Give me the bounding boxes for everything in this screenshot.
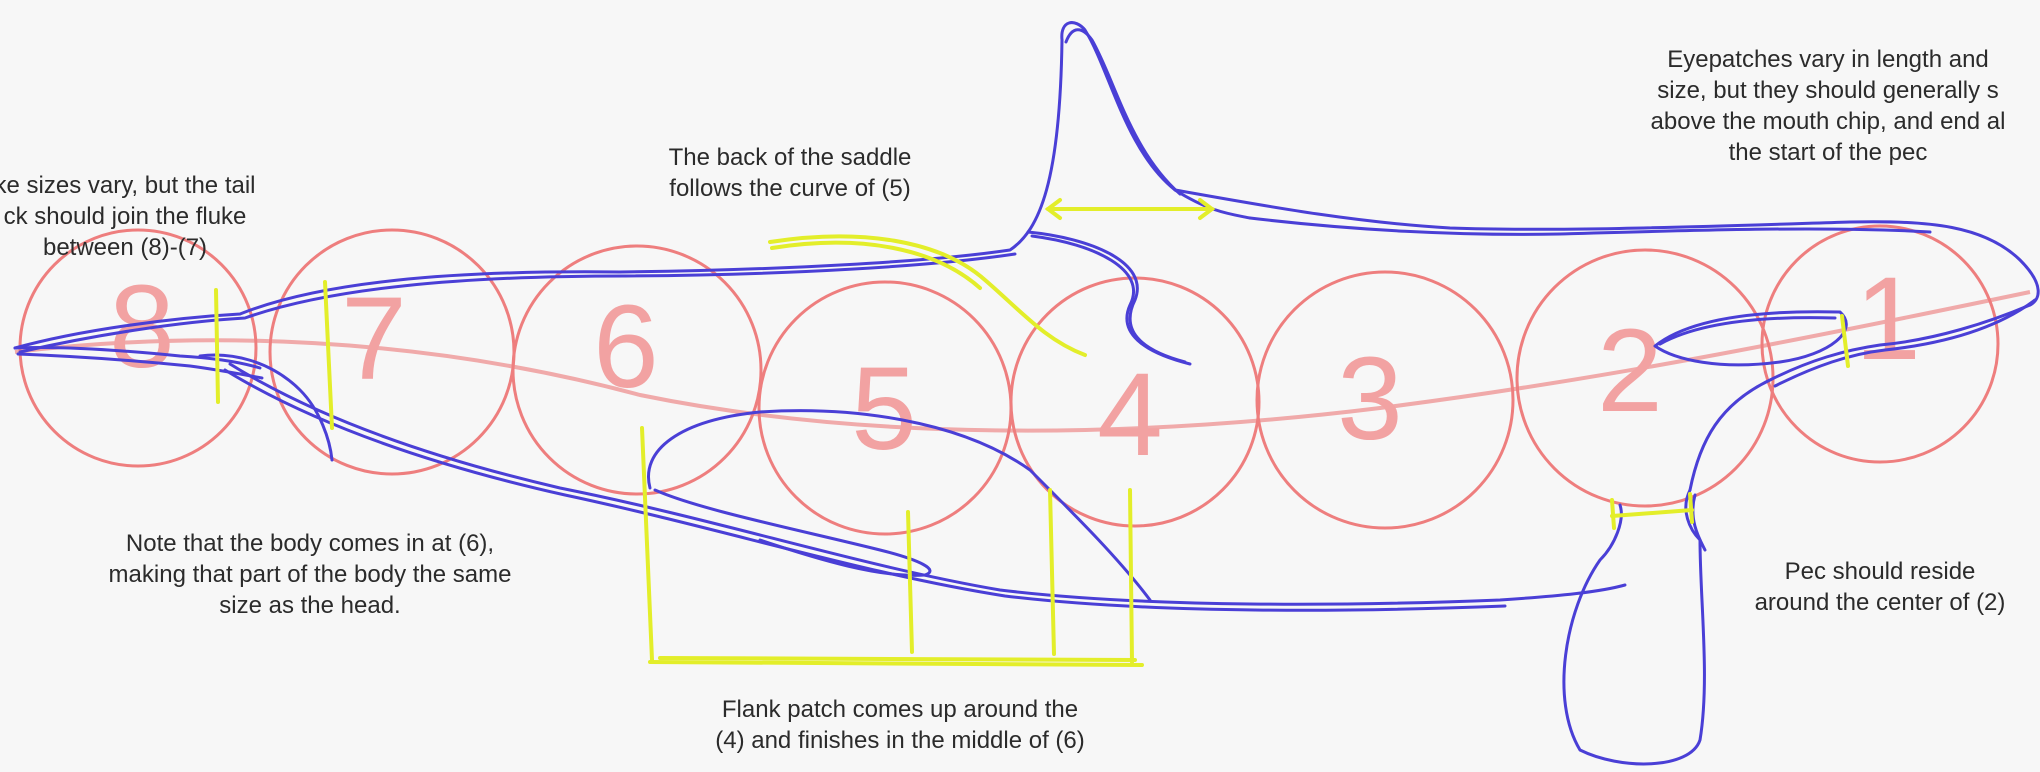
guide-flank-4b	[1130, 490, 1132, 662]
note-saddle: The back of the saddle follows the curve…	[600, 142, 980, 204]
guide-flank-bracket	[650, 662, 1142, 665]
note-fluke-line-3: between (8)-(7)	[0, 232, 310, 263]
note-saddle-line-2: follows the curve of (5)	[600, 173, 980, 204]
note-body: Note that the body comes in at (6), maki…	[50, 528, 570, 621]
note-pec-line-2: around the center of (2)	[1720, 587, 2040, 618]
note-eyepatch-line-1: Eyepatches vary in length and	[1568, 44, 2040, 75]
note-fluke-line-2: ck should join the fluke	[0, 201, 310, 232]
guide-flank-bracket-2	[660, 658, 1135, 660]
guide-pec-width	[1612, 510, 1692, 516]
guide-flank-5	[908, 512, 912, 652]
note-body-line-2: making that part of the body the same	[50, 559, 570, 590]
guide-tail-join	[325, 282, 332, 428]
note-body-line-3: size as the head.	[50, 590, 570, 621]
segment-number-2: 2	[1597, 305, 1663, 437]
segment-number-1: 1	[1855, 253, 1921, 385]
note-fluke-line-1: ke sizes vary, but the tail	[0, 170, 310, 201]
note-flank-line-2: (4) and finishes in the middle of (6)	[660, 725, 1140, 756]
segment-number-5: 5	[851, 343, 917, 475]
note-eyepatch: Eyepatches vary in length and size, but …	[1568, 44, 2040, 168]
note-eyepatch-line-4: the start of the pec	[1568, 137, 2040, 168]
guide-flank-4a	[1050, 490, 1054, 654]
segment-number-3: 3	[1337, 333, 1403, 465]
guide-pec-right	[1690, 494, 1692, 522]
note-saddle-line-1: The back of the saddle	[600, 142, 980, 173]
note-body-line-1: Note that the body comes in at (6),	[50, 528, 570, 559]
segment-circles	[20, 226, 1998, 534]
guide-fluke-join	[216, 290, 218, 402]
note-flank-line-1: Flank patch comes up around the	[660, 694, 1140, 725]
guide-saddle-curve	[770, 236, 1085, 355]
segment-number-6: 6	[593, 281, 659, 413]
note-pec-line-1: Pec should reside	[1720, 556, 2040, 587]
note-eyepatch-line-2: size, but they should generally s	[1568, 75, 2040, 106]
segment-number-4: 4	[1097, 349, 1163, 481]
note-flank: Flank patch comes up around the (4) and …	[660, 694, 1140, 756]
guide-pec-left	[1612, 500, 1614, 528]
note-fluke: ke sizes vary, but the tail ck should jo…	[0, 170, 310, 263]
note-pec: Pec should reside around the center of (…	[1720, 556, 2040, 618]
note-eyepatch-line-3: above the mouth chip, and end al	[1568, 106, 2040, 137]
